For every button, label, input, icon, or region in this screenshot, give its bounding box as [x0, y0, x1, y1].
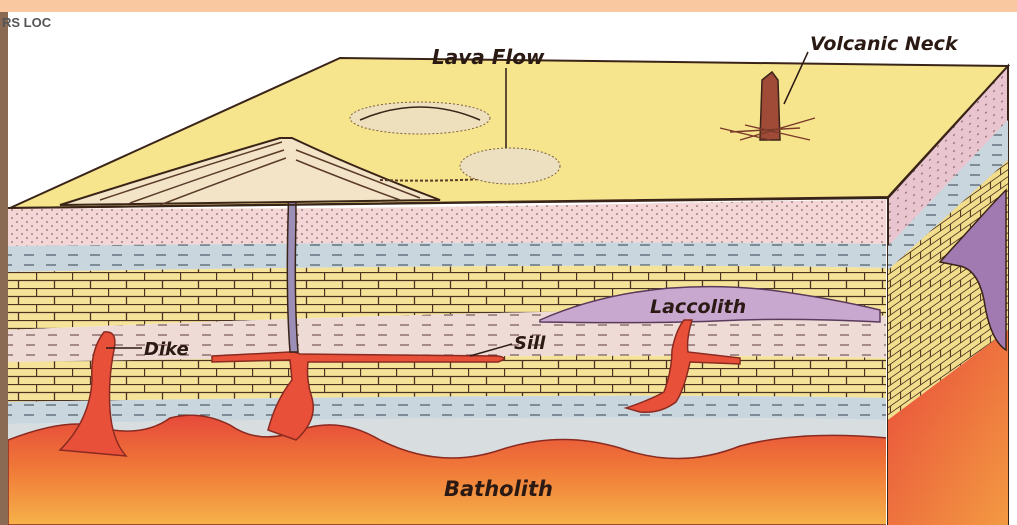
lava-flow-label: Lava Flow [432, 45, 545, 69]
header-fragment: RS LOC [2, 15, 52, 30]
lava-flow [460, 148, 560, 184]
left-edge [0, 12, 8, 525]
top-banner [0, 0, 1017, 12]
volcanic-neck-label: Volcanic Neck [810, 33, 959, 55]
dike-label: Dike [144, 339, 189, 360]
batholith-label: Batholith [444, 477, 553, 501]
laccolith-label: Laccolith [650, 296, 746, 318]
sill-label: Sill [514, 333, 546, 354]
